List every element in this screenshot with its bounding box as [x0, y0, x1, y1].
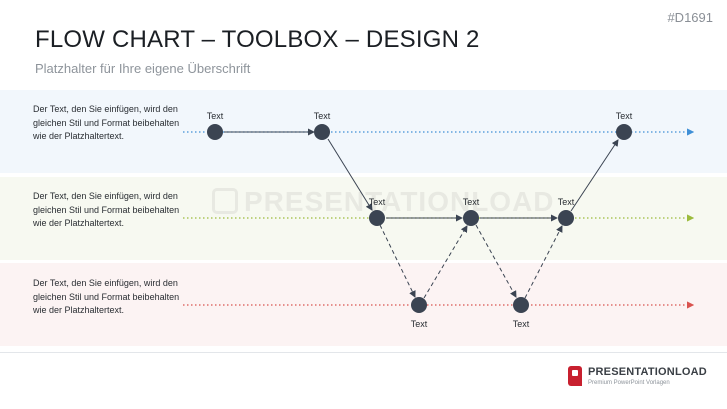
flow-node: [314, 124, 330, 140]
connector: [570, 139, 619, 212]
flow-node: [513, 297, 529, 313]
flow-node: [207, 124, 223, 140]
node-label[interactable]: Text: [463, 197, 480, 207]
node-label[interactable]: Text: [558, 197, 575, 207]
watermark: PRESENTATIONLOAD: [244, 186, 555, 217]
logo: PRESENTATIONLOAD Premium PowerPoint Vorl…: [568, 364, 718, 394]
band-text-blue[interactable]: Der Text, den Sie einfügen, wird den gle…: [33, 104, 180, 141]
logo-icon: [568, 366, 582, 386]
page-title[interactable]: FLOW CHART – TOOLBOX – DESIGN 2: [35, 26, 480, 53]
connector-dashed: [423, 225, 468, 299]
logo-name: PRESENTATIONLOAD: [588, 366, 707, 378]
flow-node: [369, 210, 385, 226]
slide-id: #D1691: [667, 10, 713, 25]
flow-node: [411, 297, 427, 313]
connector-dashed: [379, 224, 416, 298]
node-label[interactable]: Text: [616, 111, 633, 121]
flow-node: [463, 210, 479, 226]
band-text-red[interactable]: Der Text, den Sie einfügen, wird den gle…: [33, 278, 180, 315]
node-label[interactable]: Text: [369, 197, 386, 207]
connector-dashed: [475, 224, 517, 298]
node-label[interactable]: Text: [411, 319, 428, 329]
node-label[interactable]: Text: [513, 319, 530, 329]
flow-node: [558, 210, 574, 226]
logo-tagline: Premium PowerPoint Vorlagen: [588, 380, 670, 386]
node-label[interactable]: Text: [314, 111, 331, 121]
footer-divider: [0, 352, 727, 353]
flow-node: [616, 124, 632, 140]
band-text-green[interactable]: Der Text, den Sie einfügen, wird den gle…: [33, 191, 180, 228]
connector: [327, 138, 373, 211]
node-label[interactable]: Text: [207, 111, 224, 121]
connector-dashed: [524, 225, 563, 299]
watermark-icon: [212, 188, 238, 214]
page-subtitle[interactable]: Platzhalter für Ihre eigene Überschrift: [35, 61, 251, 76]
